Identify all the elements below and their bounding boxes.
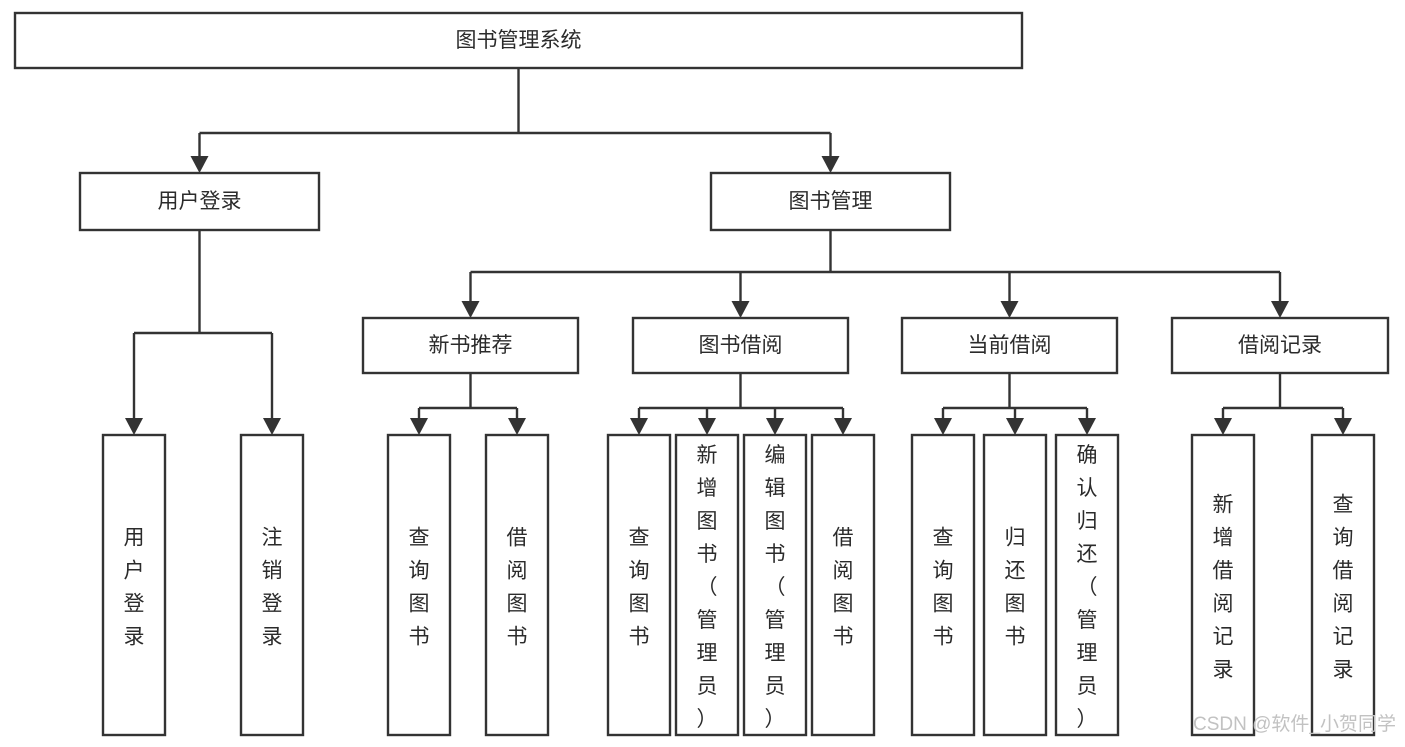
node-box-user-login (78, 171, 321, 232)
arrow-head-root-book-management (821, 156, 840, 173)
node-label-current-borrow: 当前借阅 (968, 334, 1052, 357)
node-label-root: 图书管理系统 (456, 29, 582, 52)
node-box-leaf-query-book-recommend (386, 433, 452, 737)
node-label-leaf-return-book: 归还图书 (1005, 527, 1026, 649)
node-label-leaf-query-book-recommend: 查询图书 (409, 527, 430, 649)
arrow-head-current-borrow-leaf-query-book-current (934, 418, 952, 435)
arrow-head-root-user-login (190, 156, 209, 173)
node-box-leaf-confirm-return (1054, 433, 1120, 737)
node-leaf-add-book[interactable]: 新增图书（管理员） (674, 433, 740, 737)
node-box-borrow-record (1170, 316, 1390, 375)
node-leaf-query-book-recommend[interactable]: 查询图书 (386, 433, 452, 737)
node-box-leaf-return-book (982, 433, 1048, 737)
node-box-leaf-query-borrow-record (1310, 433, 1376, 737)
node-box-book-management (709, 171, 952, 232)
node-label-leaf-add-borrow-record: 新增借阅记录 (1213, 494, 1234, 682)
node-label-leaf-borrow-book: 借阅图书 (833, 527, 854, 649)
node-label-leaf-query-borrow-record: 查询借阅记录 (1333, 494, 1354, 682)
node-label-leaf-query-book-borrow: 查询图书 (629, 527, 650, 649)
arrow-head-book-management-new-book-recommend (461, 301, 480, 318)
node-label-leaf-borrow-book-recommend: 借阅图书 (507, 527, 528, 649)
node-box-new-book-recommend (361, 316, 580, 375)
csdn-watermark: CSDN @软件_小贺同学 (1193, 713, 1396, 735)
node-leaf-logout[interactable]: 注销登录 (239, 433, 305, 737)
node-label-user-login: 用户登录 (158, 190, 242, 213)
node-label-book-borrow: 图书借阅 (699, 334, 783, 357)
node-box-leaf-query-book-borrow (606, 433, 672, 737)
arrow-head-book-borrow-leaf-add-book (698, 418, 716, 435)
arrow-head-book-borrow-leaf-edit-book (766, 418, 784, 435)
node-box-leaf-borrow-book-recommend (484, 433, 550, 737)
node-label-borrow-record: 借阅记录 (1238, 334, 1322, 357)
node-box-leaf-add-borrow-record (1190, 433, 1256, 737)
node-label-leaf-confirm-return: 确认归还（管理员） (1077, 444, 1098, 731)
node-label-leaf-edit-book: 编辑图书（管理员） (765, 444, 786, 731)
node-label-leaf-add-book: 新增图书（管理员） (697, 444, 718, 731)
arrow-head-user-login-leaf-user-login (125, 418, 143, 435)
node-leaf-borrow-book-recommend[interactable]: 借阅图书 (484, 433, 550, 737)
arrow-head-current-borrow-leaf-confirm-return (1078, 418, 1096, 435)
node-book-management[interactable]: 图书管理 (709, 171, 952, 232)
node-leaf-query-book-current[interactable]: 查询图书 (910, 433, 976, 737)
arrow-head-borrow-record-leaf-query-borrow-record (1334, 418, 1352, 435)
node-box-book-borrow (631, 316, 850, 375)
arrow-head-current-borrow-leaf-return-book (1006, 418, 1024, 435)
node-box-leaf-edit-book (742, 433, 808, 737)
node-box-leaf-query-book-current (910, 433, 976, 737)
arrow-head-book-management-borrow-record (1271, 301, 1289, 318)
arrow-head-book-management-book-borrow (731, 301, 750, 318)
arrow-head-user-login-leaf-logout (263, 418, 281, 435)
node-label-book-management: 图书管理 (789, 190, 873, 213)
connector-layer (125, 68, 1352, 435)
node-label-leaf-query-book-current: 查询图书 (933, 527, 954, 649)
arrow-head-book-borrow-leaf-borrow-book (834, 418, 852, 435)
node-label-leaf-user-login: 用户登录 (124, 527, 145, 649)
node-box-root (13, 11, 1024, 70)
node-root[interactable]: 图书管理系统 (13, 11, 1024, 70)
node-leaf-return-book[interactable]: 归还图书 (982, 433, 1048, 737)
node-leaf-edit-book[interactable]: 编辑图书（管理员） (742, 433, 808, 737)
node-leaf-query-book-borrow[interactable]: 查询图书 (606, 433, 672, 737)
node-leaf-user-login[interactable]: 用户登录 (101, 433, 167, 737)
arrow-head-book-management-current-borrow (1000, 301, 1019, 318)
node-current-borrow[interactable]: 当前借阅 (900, 316, 1119, 375)
node-new-book-recommend[interactable]: 新书推荐 (361, 316, 580, 375)
arrow-head-borrow-record-leaf-add-borrow-record (1214, 418, 1232, 435)
node-box-leaf-user-login (101, 433, 167, 737)
node-borrow-record[interactable]: 借阅记录 (1170, 316, 1390, 375)
node-leaf-add-borrow-record[interactable]: 新增借阅记录 (1190, 433, 1256, 737)
node-leaf-query-borrow-record[interactable]: 查询借阅记录 (1310, 433, 1376, 737)
arrow-head-book-borrow-leaf-query-book-borrow (630, 418, 648, 435)
node-book-borrow[interactable]: 图书借阅 (631, 316, 850, 375)
node-box-leaf-borrow-book (810, 433, 876, 737)
node-layer: 图书管理系统用户登录图书管理新书推荐图书借阅当前借阅借阅记录用户登录注销登录查询… (13, 11, 1390, 737)
node-leaf-confirm-return[interactable]: 确认归还（管理员） (1054, 433, 1120, 737)
node-box-leaf-add-book (674, 433, 740, 737)
node-label-leaf-logout: 注销登录 (262, 527, 283, 649)
node-user-login[interactable]: 用户登录 (78, 171, 321, 232)
node-box-current-borrow (900, 316, 1119, 375)
arrow-head-new-book-recommend-leaf-query-book-recommend (410, 418, 428, 435)
node-leaf-borrow-book[interactable]: 借阅图书 (810, 433, 876, 737)
arrow-head-new-book-recommend-leaf-borrow-book-recommend (508, 418, 526, 435)
node-label-new-book-recommend: 新书推荐 (429, 334, 513, 357)
node-box-leaf-logout (239, 433, 305, 737)
